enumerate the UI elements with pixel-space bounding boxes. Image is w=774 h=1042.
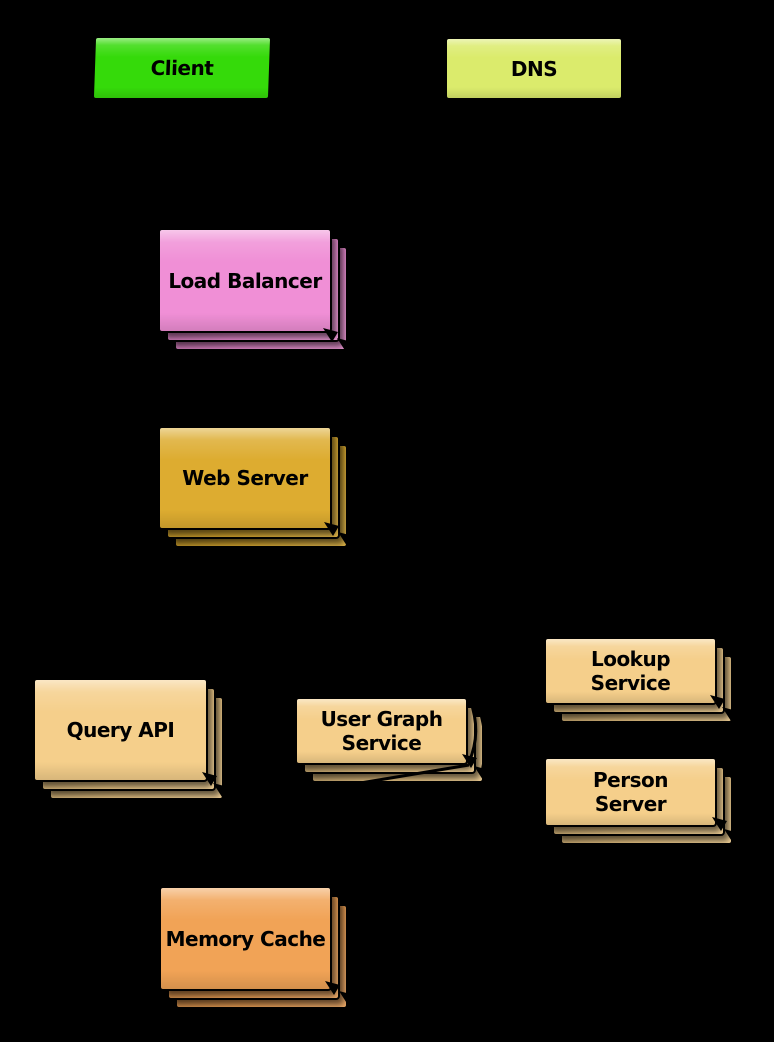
node-query-api-label: Query API xyxy=(66,718,175,742)
node-memory-cache: Memory Cache xyxy=(159,886,348,1009)
node-dns: DNS xyxy=(445,37,623,100)
node-web-server-label: Web Server xyxy=(182,466,308,490)
node-dns-label: DNS xyxy=(510,56,558,81)
node-lookup-service: Lookup Service xyxy=(544,637,733,723)
node-web-server: Web Server xyxy=(158,426,348,548)
node-load-balancer: Load Balancer xyxy=(158,228,348,351)
node-person-server: Person Server xyxy=(544,757,733,845)
node-load-balancer-label: Load Balancer xyxy=(168,268,322,293)
node-user-graph-service-label: User Graph Service xyxy=(320,707,443,755)
node-lookup-service-label: Lookup Service xyxy=(590,647,671,695)
node-memory-cache-label: Memory Cache xyxy=(165,926,326,951)
node-client: Client xyxy=(91,36,273,100)
node-person-server-label: Person Server xyxy=(593,768,668,816)
node-user-graph-service: User Graph Service xyxy=(295,697,484,783)
node-query-api: Query API xyxy=(33,678,224,800)
node-client-label: Client xyxy=(150,56,214,80)
